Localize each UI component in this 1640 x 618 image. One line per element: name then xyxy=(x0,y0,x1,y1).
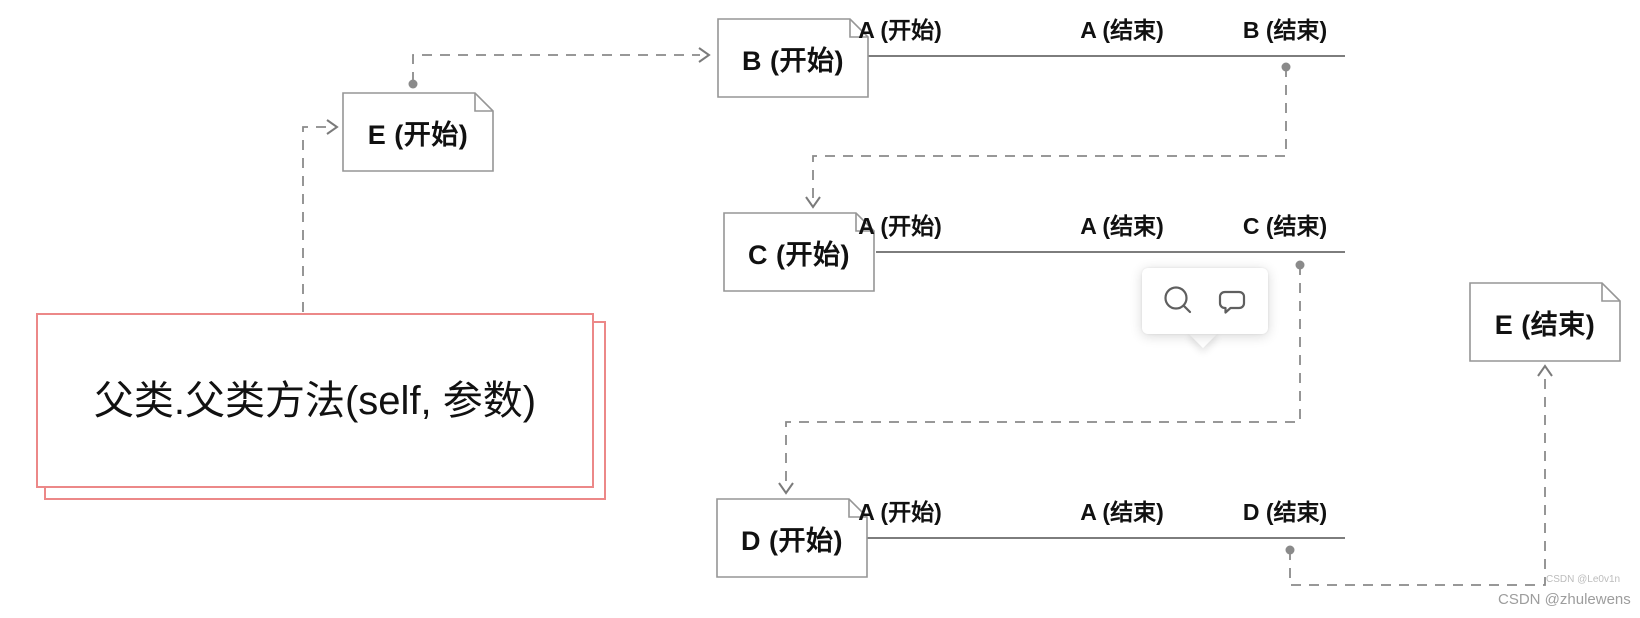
arrowhead-into-c-start xyxy=(805,196,821,209)
watermark-le0v1n: CSDN @Le0v1n xyxy=(1546,574,1621,585)
timeline-lines xyxy=(867,55,1345,539)
label-b-row-a-end: A (结束) xyxy=(1080,17,1164,43)
arrowhead-into-d-start xyxy=(778,482,794,495)
comment-icon[interactable] xyxy=(1216,285,1248,317)
label-d-row-a-start: A (开始) xyxy=(858,499,942,525)
node-e-start[interactable]: E (开始) xyxy=(342,92,494,172)
arrowheads xyxy=(326,47,1553,495)
node-c-start[interactable]: C (开始) xyxy=(723,212,875,292)
label-c-row-c-end: C (结束) xyxy=(1242,213,1328,239)
document-shape xyxy=(716,498,868,578)
arrowhead-into-e-end xyxy=(1537,364,1553,377)
label-b-row-a-start: A (开始) xyxy=(858,17,942,43)
label-d-row-a-end: A (结束) xyxy=(1080,499,1164,525)
label-d-row-d-end: D (结束) xyxy=(1242,499,1328,525)
node-label: D (开始) xyxy=(741,525,843,556)
zoom-icon[interactable] xyxy=(1162,285,1194,317)
connector-e-start-to-b-start xyxy=(412,54,700,82)
endpoint-dot-e-start xyxy=(408,79,418,89)
node-e-end[interactable]: E (结束) xyxy=(1469,282,1621,362)
call-box-label: 父类.父类方法(self, 参数) xyxy=(93,378,537,423)
label-b-row-b-end: B (结束) xyxy=(1242,17,1328,43)
endpoint-dot-c-end xyxy=(1295,260,1305,270)
node-d-start[interactable]: D (开始) xyxy=(716,498,868,578)
node-label: E (结束) xyxy=(1494,309,1596,340)
arrowhead-into-b-start xyxy=(698,47,711,63)
node-b-start[interactable]: B (开始) xyxy=(717,18,869,98)
call-box[interactable]: 父类.父类方法(self, 参数) xyxy=(36,313,594,488)
document-shape xyxy=(717,18,869,98)
label-c-row-a-start: A (开始) xyxy=(858,213,942,239)
node-label: B (开始) xyxy=(742,45,844,76)
connector-callbox-to-e-start xyxy=(302,126,328,330)
endpoint-dot-b-end xyxy=(1281,62,1291,72)
connector-b-end-to-c-start xyxy=(812,67,1287,200)
node-label: E (开始) xyxy=(367,119,469,150)
watermark-zhulewens: CSDN @zhulewens xyxy=(1498,591,1631,608)
arrowhead-into-e-start xyxy=(326,119,339,135)
connector-c-end-to-d-start xyxy=(785,265,1301,487)
connector-d-end-to-e-end xyxy=(1289,373,1546,586)
hover-toolbar xyxy=(1142,268,1268,334)
endpoint-dot-d-end xyxy=(1285,545,1295,555)
label-c-row-a-end: A (结束) xyxy=(1080,213,1164,239)
node-label: C (开始) xyxy=(748,239,850,270)
document-shape xyxy=(723,212,875,292)
document-shape xyxy=(342,92,494,172)
document-shape xyxy=(1469,282,1621,362)
